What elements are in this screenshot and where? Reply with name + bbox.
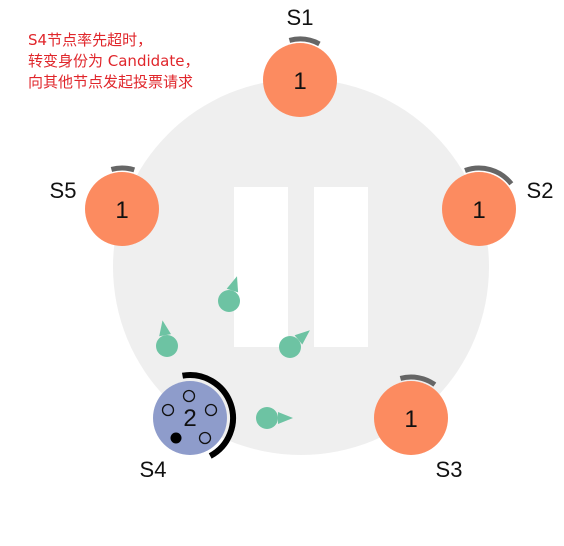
message-dot xyxy=(218,290,240,312)
caption-line: 转变身份为 Candidate， xyxy=(28,52,200,70)
vote-slot xyxy=(204,403,218,417)
caption-line: S4节点率先超时， xyxy=(28,31,153,49)
vote-request-to-s1 xyxy=(218,276,240,312)
pause-bar-right xyxy=(314,187,368,347)
node-s5-circle xyxy=(85,172,159,246)
message-arrow xyxy=(278,412,293,424)
node-s4-vote-slots xyxy=(161,389,218,445)
node-s3-circle xyxy=(374,381,448,455)
message-arrow xyxy=(159,320,171,337)
node-s5-term: 1 xyxy=(115,197,128,224)
node-s1-term: 1 xyxy=(293,68,306,95)
node-s1-label: S1 xyxy=(287,5,314,30)
node-s4-label: S4 xyxy=(140,457,167,482)
vote-slot xyxy=(182,389,196,403)
node-s1-timer-arc xyxy=(288,36,321,47)
node-s5-timer-arc xyxy=(110,165,136,173)
node-s2[interactable]: 1 S2 xyxy=(442,165,554,246)
node-s3[interactable]: 1 S3 xyxy=(374,374,463,482)
node-s2-circle xyxy=(442,172,516,246)
pause-icon[interactable] xyxy=(234,187,368,347)
pause-bar-left xyxy=(234,187,288,347)
node-s4-election-arc xyxy=(181,372,236,459)
vote-request-to-s5 xyxy=(156,320,178,357)
node-s1-circle xyxy=(263,43,337,117)
message-arrow xyxy=(226,276,239,293)
vote-slot-self-filled xyxy=(170,432,182,444)
cluster-background xyxy=(113,79,489,455)
node-s3-timer-arc xyxy=(399,374,437,387)
vote-request-to-s2 xyxy=(279,330,310,358)
vote-slot xyxy=(161,403,175,417)
message-dot xyxy=(279,336,301,358)
message-dot xyxy=(156,335,178,357)
annotation-caption: S4节点率先超时， 转变身份为 Candidate， 向其他节点发起投票请求 xyxy=(28,30,199,93)
vote-request-to-s3 xyxy=(256,407,293,429)
node-s3-term: 1 xyxy=(404,406,417,433)
node-s2-term: 1 xyxy=(472,197,485,224)
caption-line: 向其他节点发起投票请求 xyxy=(28,73,194,91)
node-s4-term: 2 xyxy=(183,405,196,432)
node-s1[interactable]: 1 S1 xyxy=(263,5,337,117)
node-s2-label: S2 xyxy=(527,178,554,203)
node-s4[interactable]: 2 S4 xyxy=(140,372,236,482)
node-s3-label: S3 xyxy=(436,457,463,482)
message-arrow xyxy=(294,330,310,345)
node-s5-label: S5 xyxy=(50,178,77,203)
vote-slot xyxy=(198,431,212,445)
node-s2-timer-arc xyxy=(464,165,514,186)
vote-request-messages xyxy=(156,276,310,429)
node-s5[interactable]: 1 S5 xyxy=(50,165,159,246)
message-dot xyxy=(256,407,278,429)
